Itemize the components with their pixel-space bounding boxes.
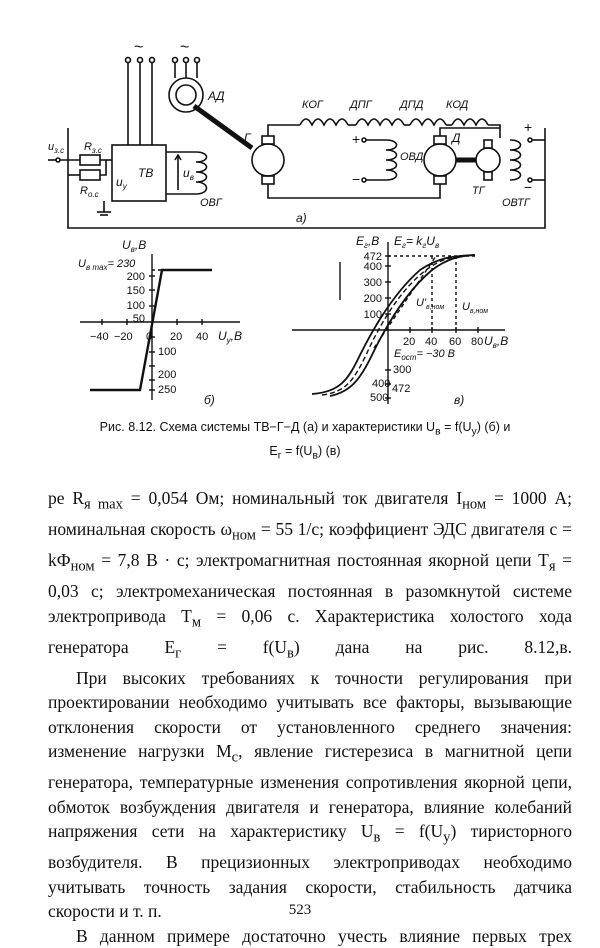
chart-v-ytick-100: 100 xyxy=(364,309,382,321)
chart-v-xtick-60: 60 xyxy=(449,336,461,348)
label-minus-ovtg: − xyxy=(524,179,532,195)
figure-8-12: ~ ~ АД ТВ uy uв ОВГ uз.с Rз.с Rо.с КОГ Д… xyxy=(0,0,600,410)
figure-caption: Рис. 8.12. Схема системы ТВ−Г−Д (а) и ха… xyxy=(60,418,550,465)
source-symbol-1: ~ xyxy=(134,39,143,56)
chart-b-ytick-100: 100 xyxy=(127,300,145,312)
chart-v-xtick-20: 20 xyxy=(403,336,415,348)
label-ros: Rо.с xyxy=(80,185,99,199)
chart-v-ylabel: Eг,В xyxy=(356,234,379,250)
chart-b-xlabel: Uy,В xyxy=(218,329,242,345)
body-text: ре Rя max = 0,054 Ом; номинальный ток дв… xyxy=(48,486,572,948)
chart-v-xlabel: Uв,В xyxy=(484,334,508,350)
chart-v-ytick-200: 200 xyxy=(364,293,382,305)
chart-b-ytick-neg100: 100 xyxy=(158,346,176,358)
label-kog: КОГ xyxy=(302,99,324,111)
label-plus-ovd: + xyxy=(352,131,360,147)
label-minus-ovd: − xyxy=(352,171,360,187)
chart-b-ylabel: Uв,В xyxy=(122,238,146,254)
label-dpd: ДПД xyxy=(398,99,424,111)
label-d: Д xyxy=(450,131,461,145)
label-ovtg: ОВТГ xyxy=(502,197,531,209)
chart-v-ytick-neg472: 472 xyxy=(392,383,410,395)
paragraph-1: ре Rя max = 0,054 Ом; номинальный ток дв… xyxy=(48,486,572,666)
source-symbol-2: ~ xyxy=(180,39,189,56)
label-tv: ТВ xyxy=(138,166,153,180)
chart-b-ytick-neg200: 200 xyxy=(158,369,176,381)
chart-b-xtick-neg20: −20 xyxy=(114,331,133,343)
label-uzs: uз.с xyxy=(48,141,64,155)
chart-v-eost: Eост= −30 В xyxy=(394,348,455,362)
chart-b-xtick-20: 20 xyxy=(170,331,182,343)
page-number: 523 xyxy=(0,902,600,919)
chart-v-xtick-80: 80 xyxy=(471,336,483,348)
label-ad: АД xyxy=(207,89,225,103)
chart-v-ytick-neg300: 300 xyxy=(393,364,411,376)
chart-b-ytick-200: 200 xyxy=(127,271,145,283)
chart-v-uvnom2: Uв,ном xyxy=(462,301,488,315)
label-g: Г xyxy=(244,131,252,145)
chart-v-ytick-300: 300 xyxy=(364,277,382,289)
label-a: а) xyxy=(296,211,307,225)
scheme-a xyxy=(48,58,545,229)
chart-v-label: в) xyxy=(454,393,464,407)
chart-v-linear xyxy=(374,256,436,348)
chart-b-xtick-40: 40 xyxy=(196,331,208,343)
chart-b-xtick-0: 0 xyxy=(146,331,152,343)
chart-v-equation: Eг= kгUв xyxy=(394,234,439,250)
chart-v-uvnom1: U'в,ном xyxy=(416,297,444,311)
chart-b-ytick-50: 50 xyxy=(133,313,145,325)
label-dpg: ДПГ xyxy=(348,99,373,111)
chart-b-ytick-150: 150 xyxy=(127,285,145,297)
chart-b-vmax: Uв max= 230 xyxy=(78,258,136,272)
label-ovg: ОВГ xyxy=(200,197,223,209)
paragraph-2: При высоких требованиях к точности регул… xyxy=(48,666,572,924)
chart-b: Uв,В Uв max= 230 200 150 100 50 100 200 … xyxy=(78,238,242,407)
chart-b-label: б) xyxy=(204,393,215,407)
label-rzs: Rз.с xyxy=(84,141,102,155)
label-uy: uy xyxy=(116,175,128,191)
chart-b-ytick-neg250: 250 xyxy=(158,384,176,396)
chart-b-series-line xyxy=(90,270,212,390)
chart-v-xtick-40: 40 xyxy=(425,336,437,348)
label-ovd: ОВД xyxy=(400,151,424,163)
label-plus-ovtg: + xyxy=(524,119,532,135)
chart-v-ytick-neg400: 400 xyxy=(372,378,390,390)
paragraph-3: В данном примере достаточно учесть влиян… xyxy=(48,924,572,948)
chart-v-ytick-400: 400 xyxy=(364,261,382,273)
chart-b-xtick-neg40: −40 xyxy=(90,331,109,343)
label-tg: ТГ xyxy=(472,185,486,197)
label-uv: uв xyxy=(183,166,194,182)
chart-v-ytick-neg500: 500 xyxy=(370,392,388,404)
label-kod: КОД xyxy=(446,99,469,111)
chart-v: Eг,В Eг= kгUв 472 400 300 200 100 300 40… xyxy=(292,234,508,407)
